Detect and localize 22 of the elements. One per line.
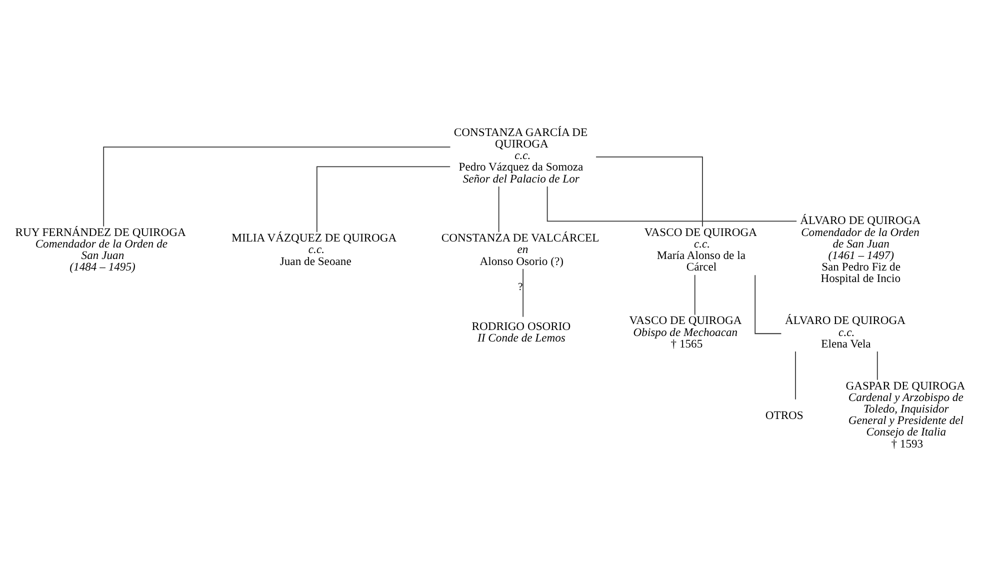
node-text: MILIA VÁZQUEZ DE QUIROGA c.c. Juan de Seoane: [232, 231, 397, 268]
node-text: GASPAR DE QUIROGA Cardenal y Arzobispo de Toledo, Inquisidor General y Presidente del Consejo de Italia † 1593: [846, 378, 966, 450]
connector: [546, 186, 798, 222]
connector: [498, 186, 500, 232]
connector: [103, 146, 451, 226]
node-text: RODRIGO OSORIO II Conde de Lemos: [472, 319, 571, 344]
node-text: ÁLVARO DE QUIROGA Comendador de la Orden de San Juan (1461 – 1497) San Pedro Fiz de Hospital de Incio: [800, 214, 921, 285]
node-text: CONSTANZA DE VALCÁRCEL en Alonso Osorio (?): [441, 231, 600, 268]
edge-label: ?: [518, 280, 523, 292]
node-text: VASCO DE QUIROGA c.c. María Alonso de la Cárcel: [644, 225, 757, 274]
connector: [596, 156, 703, 226]
connector: [795, 350, 796, 400]
node-text: OTROS: [765, 408, 804, 422]
connector: [876, 350, 878, 380]
connector: [754, 274, 782, 334]
node-text: VASCO DE QUIROGA Obispo de Mechoacan † 1565: [629, 314, 742, 350]
node-text: RUY FERNÁNDEZ DE QUIROGA Comendador de la Orden de San Juan (1484 – 1495): [15, 225, 186, 274]
node-text: ÁLVARO DE QUIROGA c.c. Elena Vela: [785, 314, 906, 350]
connector: [694, 274, 696, 315]
node-text: CONSTANZA GARCÍA DE QUIROGA c.c. Pedro Vázquez da Somoza Señor del Palacio de Lor: [454, 125, 588, 185]
connector: [522, 268, 524, 317]
connector: [316, 166, 451, 232]
